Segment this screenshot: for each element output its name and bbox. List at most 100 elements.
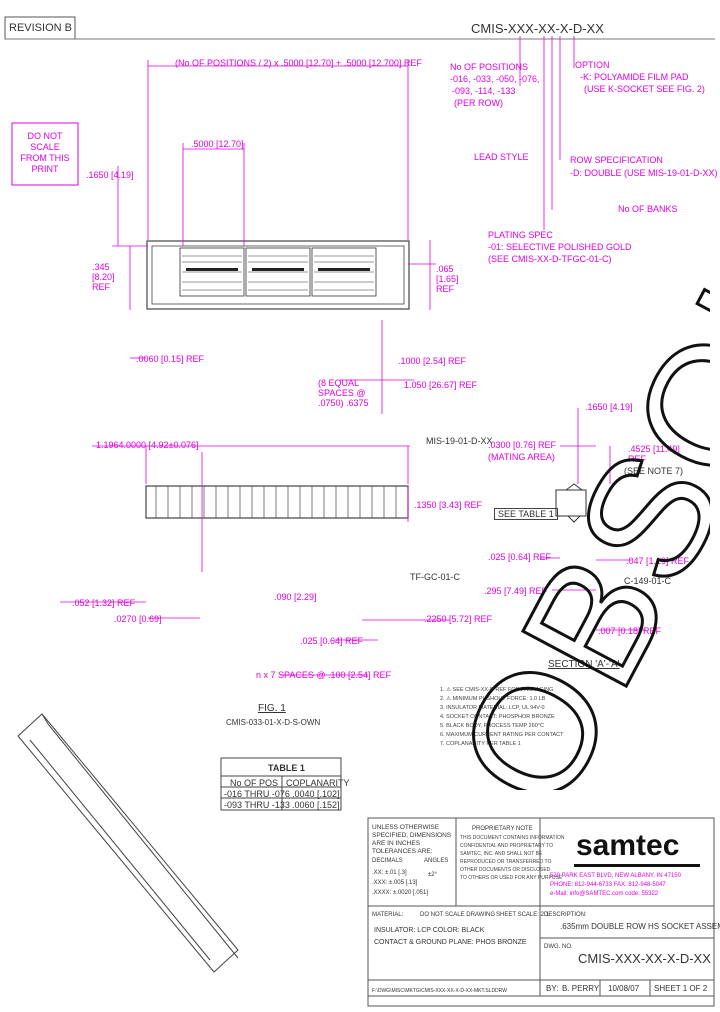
- proprietary-line: REPRODUCED OR TRANSFERRED TO: [460, 859, 552, 865]
- proprietary-line: TO OTHERS OR USED FOR ANY PURPOSE: [460, 875, 563, 881]
- option-sub: (USE K-SOCKET SEE FIG. 2): [584, 84, 705, 94]
- tolerance-head: UNLESS OTHERWISE SPECIFIED, DIMENSIONS A…: [372, 824, 452, 855]
- note-item: 6. MAXIMUM CURRENT RATING PER CONTACT: [440, 732, 564, 738]
- row-spec-text: -D: DOUBLE (USE MIS-19-01-D-XX): [570, 168, 718, 178]
- dim-e: .0060 [0.15] REF: [136, 354, 205, 364]
- tolerance-3: .XXXX: ±.0020 [.051]: [372, 890, 428, 896]
- tolerance-2: .XXX: ±.005 [.13]: [372, 880, 418, 886]
- dim-c: .345 [8.20] REF: [92, 262, 115, 292]
- address-3: e-Mail: info@SAMTEC.com code: 55322: [550, 891, 659, 897]
- positions-per-row: (PER ROW): [454, 98, 503, 108]
- table1-header: COPLANARITY: [286, 778, 350, 788]
- drawn-by: B. PERRY: [562, 984, 600, 993]
- positions-range: -016, -033, -050, -076,: [450, 74, 540, 84]
- dim-i: .1650 [4.19]: [585, 402, 633, 412]
- note-item: 2. ⚠ MINIMUM PUSHOUT FORCE: 1.0 LB: [440, 696, 546, 702]
- dim-w: .090 [2.29]: [274, 592, 317, 602]
- drawing-date: 10/08/07: [608, 984, 640, 993]
- plating-sub: (SEE CMIS-XX-D-TFGC-01-C): [488, 254, 612, 264]
- proprietary-line: CONFIDENTIAL AND PROPRIETARY TO: [460, 843, 553, 849]
- no-scale-drawing: DO NOT SCALE DRAWING: [420, 912, 496, 918]
- option-label: OPTION: [575, 60, 610, 70]
- proprietary-note: THIS DOCUMENT CONTAINS INFORMATION CONFI…: [460, 834, 564, 882]
- dwg-label: DWG. NO.: [544, 944, 573, 950]
- dim-o: .047 [1.19] REF: [626, 556, 690, 566]
- angles-label: ANGLES: [424, 858, 449, 864]
- see-table-1: SEE TABLE 1: [494, 508, 558, 520]
- notes-list: 1. ⚠ SEE CMIS-XX-D REF FOR PACKAGING 2. …: [440, 686, 563, 749]
- see-note-7: (SEE NOTE 7): [624, 466, 684, 476]
- note-item: 7. COPLANARITY PER TABLE 1: [440, 741, 521, 747]
- mating-area: (MATING AREA): [488, 452, 555, 462]
- table1-header: No OF POS: [230, 778, 279, 788]
- ref-mis: MIS-19-01-D-XX: [426, 436, 493, 446]
- plating-label: PLATING SPEC: [488, 230, 553, 240]
- ref-c149: C-149-01-C: [624, 576, 672, 586]
- section-aa-detail: [555, 483, 587, 523]
- positions-range-2: -093, -114, -133: [452, 86, 516, 96]
- positions-label: No OF POSITIONS: [450, 62, 529, 72]
- dim-k: .4525 [11.49] REF: [628, 444, 680, 464]
- address-2: PHONE: 812-944-6733 FAX: 812-948-5047: [550, 882, 666, 888]
- row-spec-label: ROW SPECIFICATION: [570, 155, 663, 165]
- dim-m: .025 [0.64] REF: [488, 552, 552, 562]
- connector-iso-view: [17, 713, 239, 973]
- dim-a: .5000 [12.70]: [191, 139, 244, 149]
- connector-top-view: [146, 240, 410, 310]
- table1-cell: -093 THRU -133: [224, 800, 290, 810]
- table1-cell: .0040 [.102]: [292, 789, 340, 799]
- revision-label: REVISION B: [9, 22, 72, 34]
- description: .635mm DOUBLE ROW HS SOCKET ASSEMBLY: [560, 922, 720, 931]
- dim-v: 1.1964.0000 [4.92±0.076]: [96, 440, 199, 450]
- proprietary-line: THIS DOCUMENT CONTAINS INFORMATION: [460, 835, 565, 841]
- fig-label: FIG. 1: [258, 703, 286, 714]
- ref-tf: TF-GC-01-C: [410, 572, 460, 582]
- dim-f: .1000 [2.54] REF: [398, 356, 467, 366]
- tolerance-1: .XX: ±.01 [.3]: [372, 870, 407, 876]
- description-label: DESCRIPTION:: [544, 912, 587, 918]
- section-title: SECTION 'A'-'A': [548, 659, 620, 670]
- connector-side-view: [145, 485, 409, 519]
- dim-n: .295 [7.49] REF: [484, 586, 548, 596]
- table1-title: TABLE 1: [268, 763, 305, 773]
- note-item: 4. SOCKET CONTACT: PHOSPHOR BRONZE: [440, 714, 555, 720]
- samtec-logo: samtec: [576, 829, 680, 862]
- dim-l: .1350 [3.43] REF: [414, 500, 483, 510]
- dim-h: 1.050 [26.67] REF: [404, 380, 478, 390]
- proprietary-line: SAMTEC, INC. AND SHALL NOT BE: [460, 851, 543, 857]
- decimal-label: DECIMALS: [372, 858, 403, 864]
- lead-style-label: LEAD STYLE: [474, 152, 529, 162]
- dim-u: n x 7 SPACES @ .100 [2.54] REF: [256, 670, 392, 680]
- material-1: INSULATOR: LCP COLOR: BLACK: [374, 927, 485, 934]
- dim-j: .0300 [0.76] REF: [488, 440, 557, 450]
- proprietary-line: OTHER DOCUMENTS OR DISCLOSED: [460, 867, 551, 873]
- sheet-scale: SHEET SCALE: 2:1: [496, 912, 549, 918]
- note-item: 1. ⚠ SEE CMIS-XX-D REF FOR PACKAGING: [440, 687, 554, 693]
- do-not-scale-note: DO NOT SCALE FROM THIS PRINT: [20, 131, 70, 174]
- fig-part: CMIS-033-01-X-D-S-OWN: [226, 718, 321, 727]
- dim-t: .2250 [5.72] REF: [424, 614, 493, 624]
- address-1: 520 PARK EAST BLVD, NEW ALBANY, IN 47150: [550, 873, 681, 879]
- sheet-number: SHEET 1 OF 2: [654, 984, 708, 993]
- dim-d: .065 [1.65] REF: [436, 264, 459, 294]
- dim-p: .007 [0.18] REF: [598, 626, 662, 636]
- note-item: 5. BLACK BODY, PROCESS TEMP 260°C: [440, 723, 544, 729]
- file-path: F:\DWG\MISC\MKTG\CMIS-XXX-XX-X-D-XX-MKT.…: [372, 988, 507, 994]
- dim-g: (8 EQUAL SPACES @ .0750) .6375: [318, 378, 369, 408]
- option-text: -K: POLYAMIDE FILM PAD: [580, 72, 689, 82]
- material-2: CONTACT & GROUND PLANE: PHOS BRONZE: [374, 939, 527, 946]
- dwg-number: CMIS-XXX-XX-X-D-XX: [578, 951, 711, 966]
- title-block-grid: [367, 817, 715, 1007]
- note-item: 3. INSULATOR MATERIAL: LCP, UL 94V-0: [440, 705, 545, 711]
- part-code-header: CMIS-XXX-XX-X-D-XX: [471, 21, 604, 36]
- table1-grid: [220, 757, 342, 811]
- dim-b: .1650 [4.19]: [86, 170, 134, 180]
- tolerance-angle: ±2°: [428, 872, 438, 878]
- dim-s: .025 [0.64] REF: [300, 636, 364, 646]
- table1-cell: -016 THRU -076: [224, 789, 290, 799]
- positions-formula: (No OF POSITIONS / 2) x .5000 [12.70] + …: [175, 58, 422, 68]
- dim-q: .052 [1.32] REF: [72, 598, 136, 608]
- by-label: BY:: [546, 984, 559, 993]
